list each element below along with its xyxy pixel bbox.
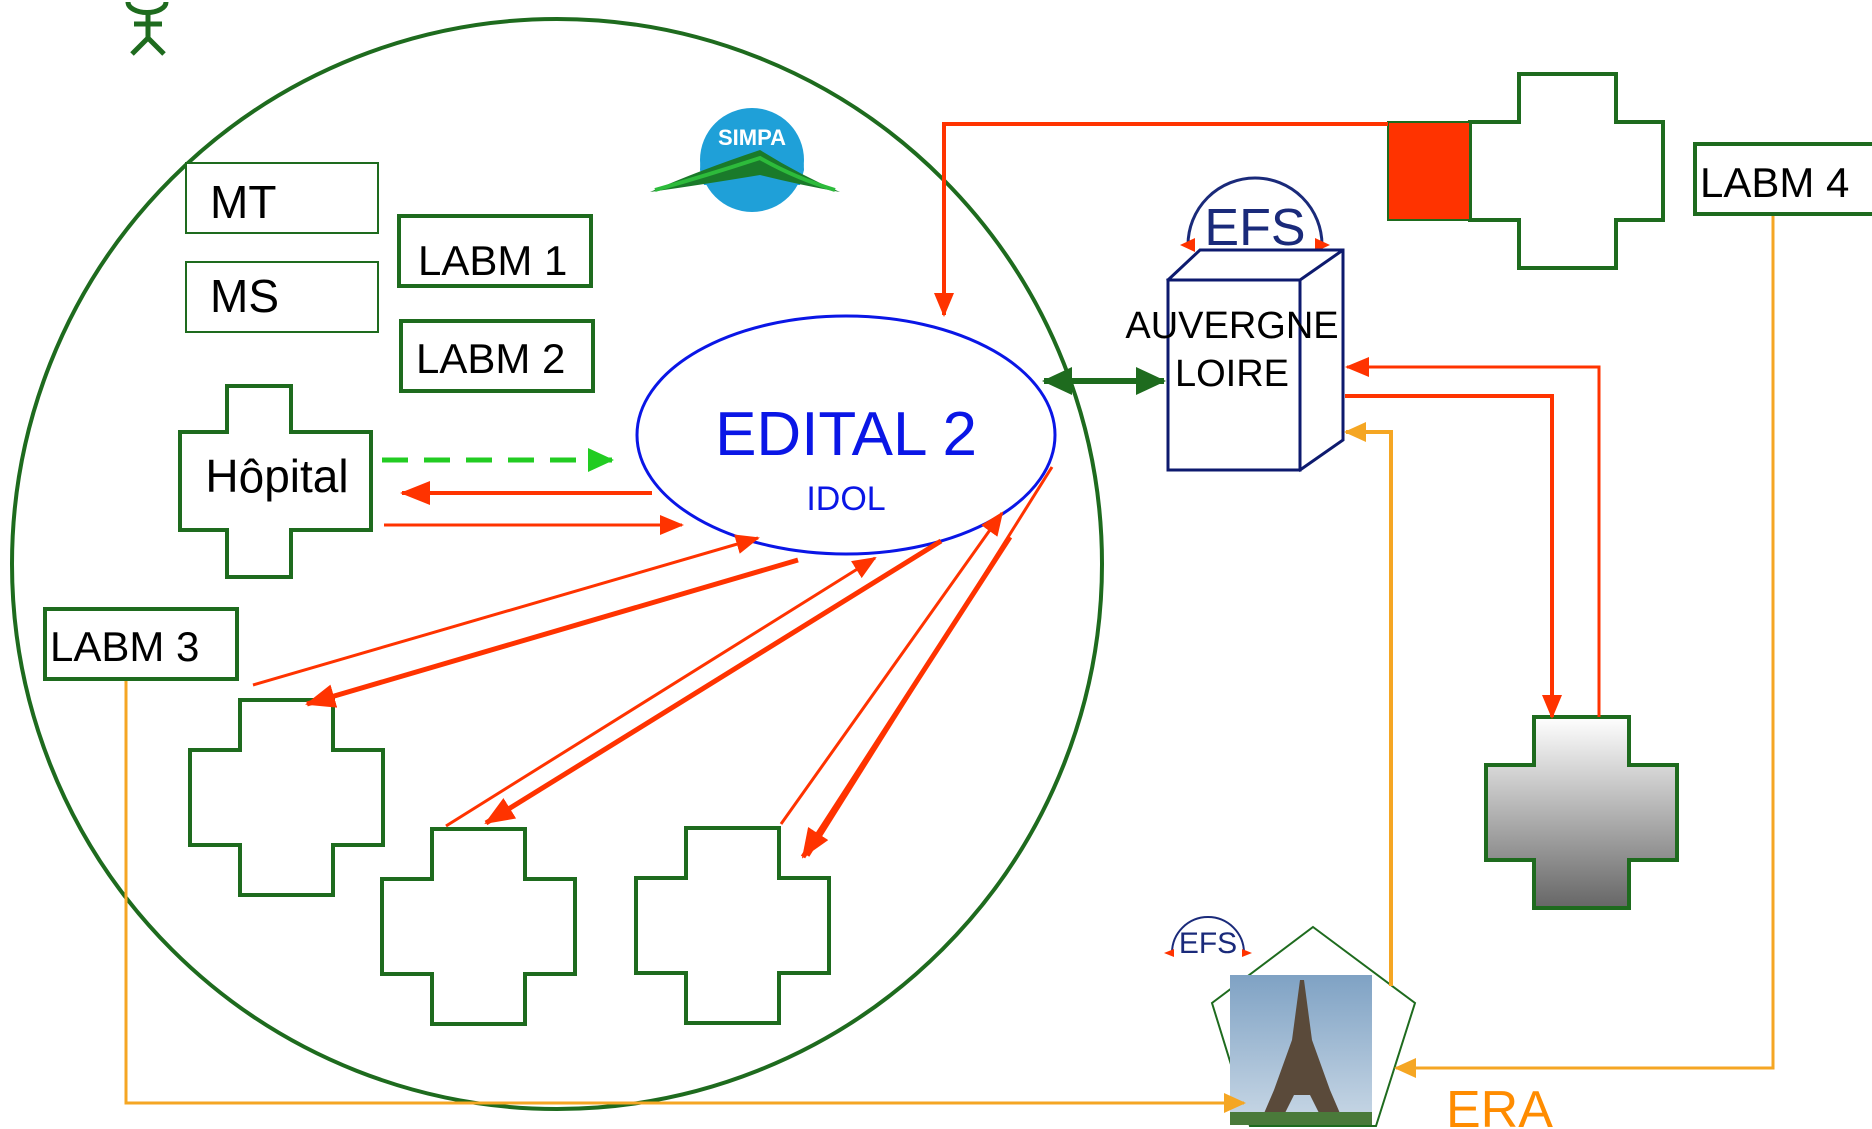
auvergne-label: AUVERGNE xyxy=(1125,305,1338,347)
labm4-label: LABM 4 xyxy=(1700,159,1849,206)
svg-text:EFS: EFS xyxy=(1204,199,1305,257)
cross2-to-edital-arrow xyxy=(445,556,877,828)
labm3-box xyxy=(43,607,239,681)
mt-box xyxy=(185,162,379,234)
network-circle xyxy=(10,17,1104,1111)
remote-to-edital-arrow xyxy=(934,122,1388,317)
hospital-cross-3 xyxy=(634,826,831,1025)
svg-text:EFS: EFS xyxy=(1179,927,1237,960)
efs-small-logo: EFS xyxy=(1164,916,1252,960)
ms-label: MS xyxy=(210,270,279,322)
hopital-label: Hôpital xyxy=(205,450,348,502)
edital-to-cross2-arrow xyxy=(484,538,943,826)
edital-to-cross1-arrow xyxy=(305,557,799,708)
labm4-to-era-orange-link xyxy=(1394,216,1775,1078)
labm4-box xyxy=(1693,142,1872,216)
hospital-cross-1 xyxy=(188,698,385,897)
auvergne-loire-server xyxy=(1166,248,1345,473)
labm1-label: LABM 1 xyxy=(418,237,567,284)
remote-hospital-cross xyxy=(1468,72,1665,270)
efs-main-logo: EFS xyxy=(1180,176,1330,257)
grey-hospital-cross xyxy=(1484,715,1679,910)
person-icon xyxy=(125,1,169,56)
efs-to-grey-cross-arrow xyxy=(1345,394,1562,719)
eiffel-tower-icon xyxy=(1230,975,1372,1125)
ms-box xyxy=(185,261,379,333)
era-to-efs-orange-link xyxy=(1344,422,1393,986)
idol-subtitle: IDOL xyxy=(806,480,885,518)
simpa-logo: SIMPA xyxy=(650,108,840,212)
labm3-to-era-orange-link xyxy=(124,681,1246,1113)
edital-title: EDITAL 2 xyxy=(715,400,977,469)
grey-cross-to-efs-arrow xyxy=(1345,357,1601,717)
labm1-box xyxy=(397,214,593,288)
era-label: ERA xyxy=(1446,1081,1553,1129)
mt-label: MT xyxy=(210,176,276,228)
edital-cross3-extra-line xyxy=(806,466,1054,857)
loire-label: LOIRE xyxy=(1175,353,1289,395)
edital-server-ellipse xyxy=(635,314,1057,556)
labm2-label: LABM 2 xyxy=(416,335,565,382)
labm3-label: LABM 3 xyxy=(50,623,199,670)
labm2-box xyxy=(399,319,595,393)
red-terminal-square xyxy=(1387,121,1471,221)
hospital-cross-2 xyxy=(380,827,577,1026)
cross3-to-edital-arrow xyxy=(779,511,1004,825)
svg-text:SIMPA: SIMPA xyxy=(718,125,786,150)
hopital-cross xyxy=(178,384,373,579)
cross1-to-edital-arrow xyxy=(252,534,760,687)
